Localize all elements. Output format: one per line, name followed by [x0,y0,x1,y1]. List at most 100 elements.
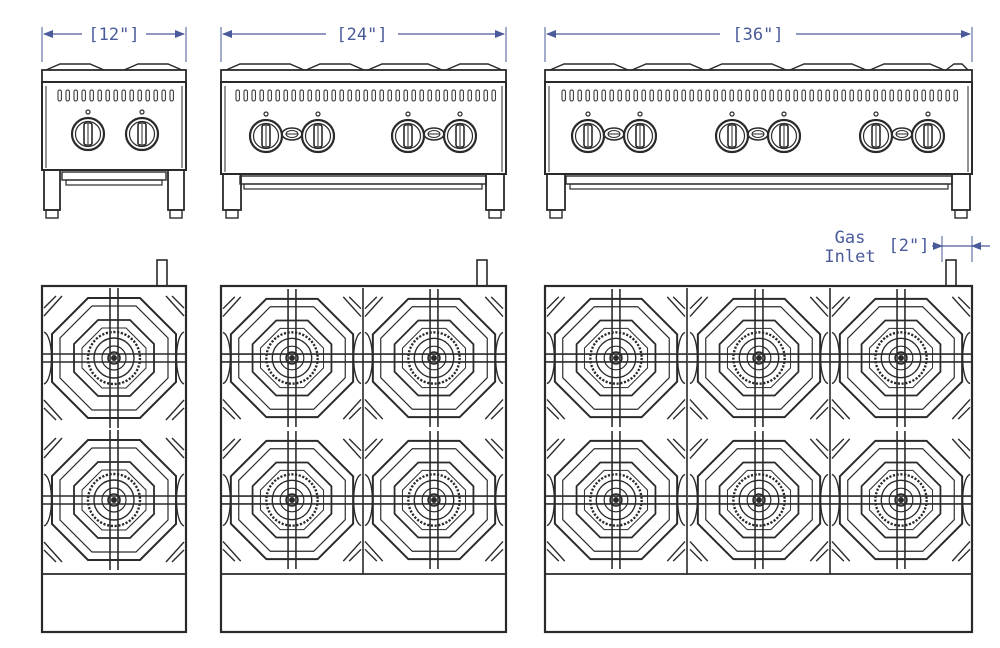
burner-icon [363,430,505,570]
vent-slot [491,89,496,102]
vent-slot [459,89,464,102]
vent-slot [721,89,726,102]
burner-icon [221,288,363,428]
vent-slot [649,89,654,102]
vent-slot [617,89,622,102]
vent-slot [451,89,456,102]
vent-slot [937,89,942,102]
vent-slot [953,89,958,102]
vent-slot [97,89,102,102]
vent-slot [897,89,902,102]
vent-slot [865,89,870,102]
knob-icon[interactable] [910,110,946,154]
vent-slot [793,89,798,102]
vent-slot [841,89,846,102]
pilot-icon [747,127,769,141]
front-view-12in [41,63,187,219]
vent-slot [609,89,614,102]
dimension-label-12: [12"] [88,25,139,45]
dimension-12in: [12"] [41,25,187,62]
vent-slot [129,89,134,102]
vent-slot [705,89,710,102]
burner-icon [221,430,363,570]
vent-slot [275,89,280,102]
vent-slot [569,89,574,102]
knob-icon[interactable] [390,110,426,154]
vent-slot [673,89,678,102]
vent-slot [435,89,440,102]
knob-icon[interactable] [570,110,606,154]
vent-slot [65,89,70,102]
vent-slot [113,89,118,102]
top-view-12in [40,259,188,634]
vent-slot [561,89,566,102]
dimension-24in: [24"] [220,25,507,62]
vent-slot [745,89,750,102]
vent-slot [419,89,424,102]
front-view-24in [220,63,507,219]
burner-icon [688,430,830,570]
vent-slot [825,89,830,102]
knob-icon[interactable] [248,110,284,154]
dimension-36in: [36"] [544,25,973,62]
vent-slot [355,89,360,102]
vent-slot [881,89,886,102]
knob-icon[interactable] [622,110,658,154]
vent-slot [291,89,296,102]
vent-slot [331,89,336,102]
dimension-label-24: [24"] [336,25,387,45]
knob-icon[interactable] [70,108,106,152]
knob-icon[interactable] [714,110,750,154]
vent-slot [243,89,248,102]
vent-slot [411,89,416,102]
vent-slot [625,89,630,102]
dimension-label-36: [36"] [732,25,783,45]
gas-inlet-label-line2: Inlet [824,247,875,267]
knob-icon[interactable] [124,108,160,152]
vent-slot [785,89,790,102]
vent-slot [475,89,480,102]
vent-slot [641,89,646,102]
vent-slot [593,89,598,102]
gas-inlet-callout: Gas Inlet [2"] [824,228,990,267]
knob-icon[interactable] [766,110,802,154]
pilot-icon [891,127,913,141]
vent-slot [483,89,488,102]
vent-slot [323,89,328,102]
vent-slot [73,89,78,102]
burner-icon [545,288,687,428]
vent-slot [889,89,894,102]
knob-icon[interactable] [858,110,894,154]
vent-slot [777,89,782,102]
vent-slot [363,89,368,102]
knob-icon[interactable] [442,110,478,154]
burner-icon [545,430,687,570]
vent-slot [689,89,694,102]
vent-slot [339,89,344,102]
burner-icon [42,288,186,428]
vent-slot [905,89,910,102]
vent-slot [315,89,320,102]
vent-slot [81,89,86,102]
vent-slot [873,89,878,102]
knob-icon[interactable] [300,110,336,154]
vent-slot [89,89,94,102]
burner-icon [42,430,186,570]
vent-slot [235,89,240,102]
vent-slot [729,89,734,102]
gas-inlet-pipe [945,259,957,287]
vent-slot [403,89,408,102]
pilot-icon [423,127,445,141]
vent-slot [347,89,352,102]
vent-slot [857,89,862,102]
front-view-36in [544,63,973,219]
inlet-offset-label: [2"] [889,236,930,256]
vent-slot [169,89,174,102]
burner-icon [363,288,505,428]
vent-slot [809,89,814,102]
vent-slot [161,89,166,102]
vent-slot [427,89,432,102]
vent-slot [849,89,854,102]
vent-slot [753,89,758,102]
pilot-icon [603,127,625,141]
